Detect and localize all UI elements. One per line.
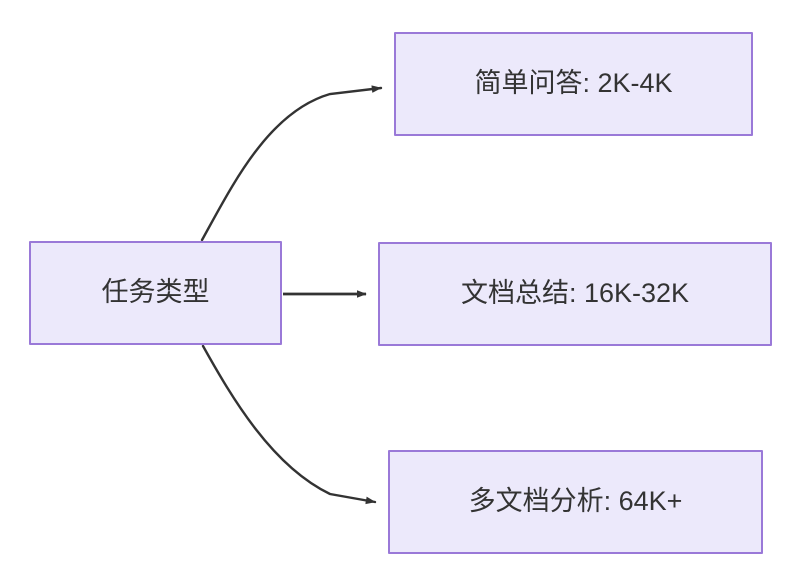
node-label-task-type: 任务类型 xyxy=(101,277,210,308)
edge-source-to-simple-qa xyxy=(200,85,383,242)
edge-source-to-multi-doc xyxy=(201,344,377,505)
node-multi-doc[interactable]: 多文档分析: 64K+ xyxy=(388,450,763,554)
node-label-doc-summary: 文档总结: 16K-32K xyxy=(460,278,690,309)
node-simple-qa[interactable]: 简单问答: 2K-4K xyxy=(394,32,753,136)
node-label-multi-doc: 多文档分析: 64K+ xyxy=(468,486,683,517)
node-doc-summary[interactable]: 文档总结: 16K-32K xyxy=(378,242,772,346)
node-label-simple-qa: 简单问答: 2K-4K xyxy=(474,68,673,99)
node-task-type[interactable]: 任务类型 xyxy=(29,241,282,345)
